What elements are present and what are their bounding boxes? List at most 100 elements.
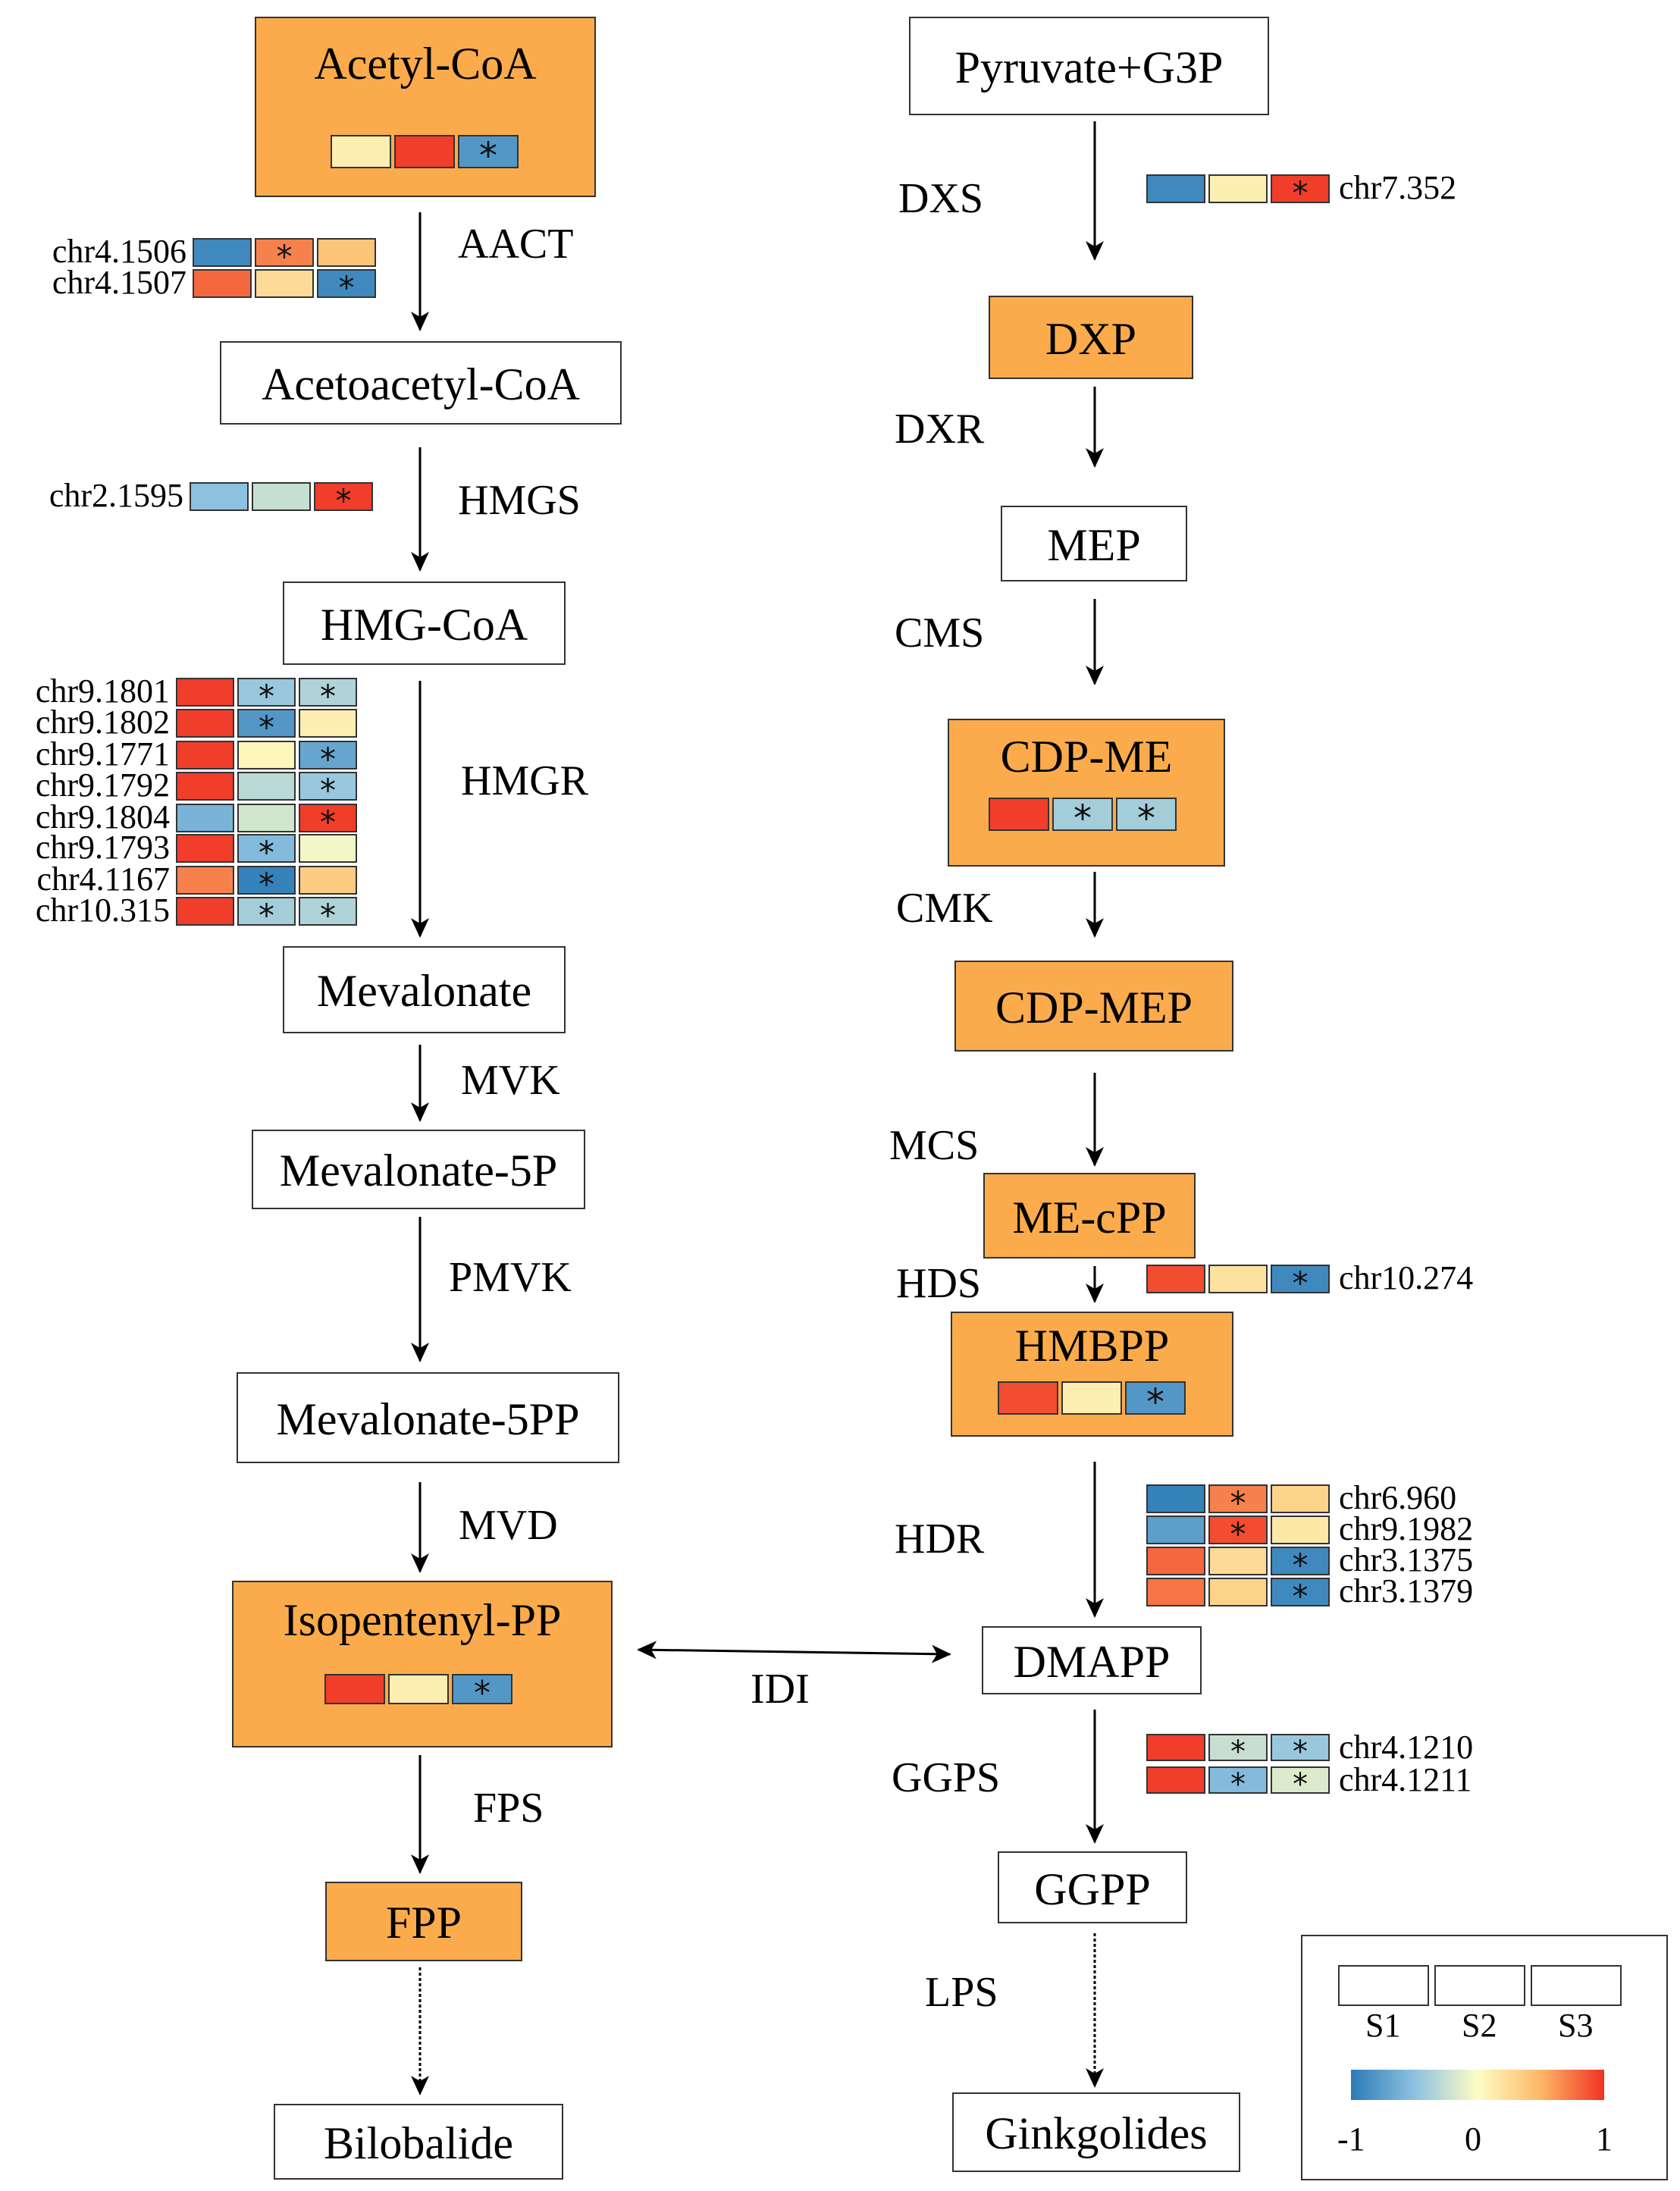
heatmap-acetyl-coa: * xyxy=(331,135,519,174)
significance-star: * xyxy=(1230,1735,1246,1769)
enzyme-idi: IDI xyxy=(751,1666,810,1713)
node-label: Acetyl-CoA xyxy=(314,39,537,89)
heatmap-cell xyxy=(1146,1766,1205,1794)
node-label: Acetoacetyl-CoA xyxy=(262,359,580,409)
heatmap-ipp: * xyxy=(324,1674,512,1710)
node-acetoacetyl-coa: Acetoacetyl-CoA xyxy=(220,341,622,425)
legend-scale-label: 1 xyxy=(1596,2120,1613,2158)
legend-sample-cell xyxy=(1531,1965,1622,2006)
node-label: CDP-ME xyxy=(1000,732,1173,782)
heatmap-hmgr-row: ** xyxy=(176,678,357,713)
node-label: Mevalonate xyxy=(316,966,532,1016)
heatmap-cell: * xyxy=(1125,1381,1186,1421)
heatmap-cell: * xyxy=(299,804,357,838)
node-mevalonate-5p: Mevalonate-5P xyxy=(252,1130,585,1209)
node-label: MEP xyxy=(1047,520,1141,570)
heatmap-cell: * xyxy=(1208,1484,1268,1519)
heatmap-cell xyxy=(176,772,234,801)
node-hmbpp: HMBPP xyxy=(951,1312,1233,1437)
heatmap-cell xyxy=(331,135,391,168)
node-label: Bilobalide xyxy=(324,2118,513,2168)
heatmap-cell: * xyxy=(299,772,357,807)
node-cdp-mep: CDP-MEP xyxy=(954,961,1233,1052)
heatmap-cdp-me: ** xyxy=(989,798,1177,837)
heatmap-cell: * xyxy=(1116,798,1177,837)
heatmap-cell: * xyxy=(237,866,296,901)
pathway-arrow xyxy=(637,1641,951,1663)
legend-sample-cell xyxy=(1434,1965,1525,2006)
heatmap-cell xyxy=(176,804,234,832)
heatmap-cell xyxy=(176,834,234,863)
node-label: Ginkgolides xyxy=(985,2108,1208,2158)
gene-label: chr3.1375 xyxy=(1339,1541,1474,1578)
significance-star: * xyxy=(259,678,274,715)
significance-star: * xyxy=(335,482,352,519)
heatmap-cell xyxy=(1146,1734,1205,1761)
node-label: Isopentenyl-PP xyxy=(283,1595,562,1645)
node-ggpp: GGPP xyxy=(998,1851,1187,1923)
heatmap-aact-row: * xyxy=(193,238,376,273)
significance-star: * xyxy=(320,678,336,715)
gene-label: chr6.960 xyxy=(1339,1479,1457,1516)
node-label: Pyruvate+G3P xyxy=(954,42,1224,92)
heatmap-ggps-row: ** xyxy=(1146,1766,1330,1800)
heatmap-cell xyxy=(998,1381,1058,1415)
heatmap-cell: * xyxy=(1271,1766,1330,1800)
heatmap-cell xyxy=(1146,1578,1205,1606)
node-dxp: DXP xyxy=(989,296,1193,379)
significance-star: * xyxy=(1293,1767,1308,1802)
gene-label: chr10.274 xyxy=(1339,1259,1474,1296)
heatmap-hdr-row: * xyxy=(1146,1578,1330,1613)
legend-sample-label: S3 xyxy=(1558,2007,1594,2044)
heatmap-hmgr-row: * xyxy=(176,804,357,838)
enzyme-fps: FPS xyxy=(473,1785,544,1832)
heatmap-cell: * xyxy=(299,897,357,932)
node-isopentenyl-pp: Isopentenyl-PP xyxy=(232,1581,613,1747)
heatmap-hmgr-row: * xyxy=(176,741,357,776)
heatmap-cell: * xyxy=(237,897,296,932)
heatmap-cell xyxy=(317,238,376,267)
node-label: Mevalonate-5P xyxy=(279,1146,558,1196)
enzyme-mvk: MVK xyxy=(461,1057,560,1104)
significance-star: * xyxy=(1137,798,1155,840)
gene-label: chr9.1792 xyxy=(35,766,170,804)
heatmap-cell xyxy=(299,709,357,738)
gene-label: chr4.1507 xyxy=(52,264,186,301)
heatmap-cell xyxy=(299,866,357,895)
gene-label: chr4.1211 xyxy=(1339,1761,1472,1798)
heatmap-hmgr-row: * xyxy=(176,866,357,901)
heatmap-cell xyxy=(1271,1484,1330,1513)
legend-scale-label: 0 xyxy=(1465,2120,1481,2158)
heatmap-cell: * xyxy=(237,834,296,869)
legend-sample-label: S1 xyxy=(1365,2007,1401,2044)
node-ginkgolides: Ginkgolides xyxy=(952,2092,1240,2172)
node-cdp-me: CDP-ME xyxy=(948,719,1225,867)
heatmap-cell: * xyxy=(314,482,373,517)
significance-star: * xyxy=(1293,1735,1308,1769)
heatmap-cell xyxy=(1146,1516,1205,1544)
enzyme-hmgs: HMGS xyxy=(458,477,581,524)
legend-sample-cell xyxy=(1338,1965,1429,2006)
heatmap-cell xyxy=(989,798,1049,831)
node-mevalonate: Mevalonate xyxy=(283,946,566,1033)
node-label: HMBPP xyxy=(1014,1321,1170,1371)
enzyme-dxs: DXS xyxy=(898,175,984,222)
node-label: DMAPP xyxy=(1013,1637,1171,1687)
heatmap-cell xyxy=(1146,1547,1205,1575)
heatmap-cell xyxy=(1208,1547,1268,1575)
heatmap-cell xyxy=(324,1674,385,1704)
node-label: DXP xyxy=(1045,314,1137,364)
heatmap-cell: * xyxy=(237,678,296,713)
heatmap-cell: * xyxy=(1271,1547,1330,1581)
enzyme-mvd: MVD xyxy=(459,1502,558,1549)
heatmap-hmbpp: * xyxy=(998,1381,1186,1421)
heatmap-hds-row: * xyxy=(1146,1265,1330,1299)
heatmap-cell: * xyxy=(1271,1578,1330,1613)
heatmap-aact-row: * xyxy=(193,269,376,304)
heatmap-cell: * xyxy=(317,269,376,304)
heatmap-ggps-row: ** xyxy=(1146,1734,1330,1767)
significance-star: * xyxy=(1292,1578,1309,1615)
gene-label: chr7.352 xyxy=(1339,169,1457,206)
node-label: CDP-MEP xyxy=(995,983,1193,1033)
